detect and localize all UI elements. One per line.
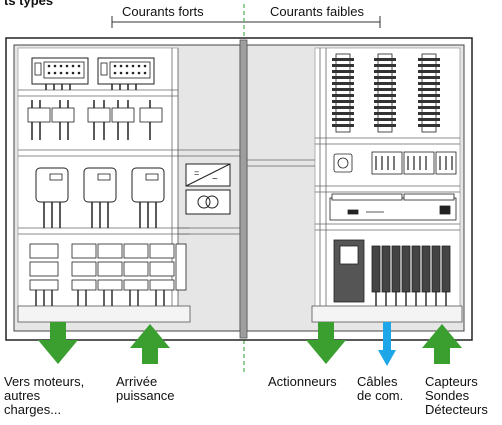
label-power-in: Arrivée puissance: [116, 375, 175, 403]
label-sensors: Capteurs Sondes Détecteurs: [425, 375, 488, 417]
transformer: [186, 190, 230, 214]
left-bottom-bar: [18, 306, 190, 322]
label-motors: Vers moteurs, autres charges...: [4, 375, 84, 417]
interface-modules: [334, 152, 456, 174]
terminal-blocks: [332, 54, 440, 132]
power-supply: = ~: [186, 164, 230, 186]
label-com-cables: Câbles de com.: [357, 375, 403, 403]
plc-controller: [330, 194, 456, 220]
svg-text:=: =: [194, 168, 199, 178]
divider-column: [240, 40, 247, 338]
label-actuators: Actionneurs: [268, 375, 337, 389]
right-bottom-bar: [312, 306, 462, 322]
zone-bracket: [112, 16, 380, 28]
svg-text:~: ~: [212, 174, 218, 185]
